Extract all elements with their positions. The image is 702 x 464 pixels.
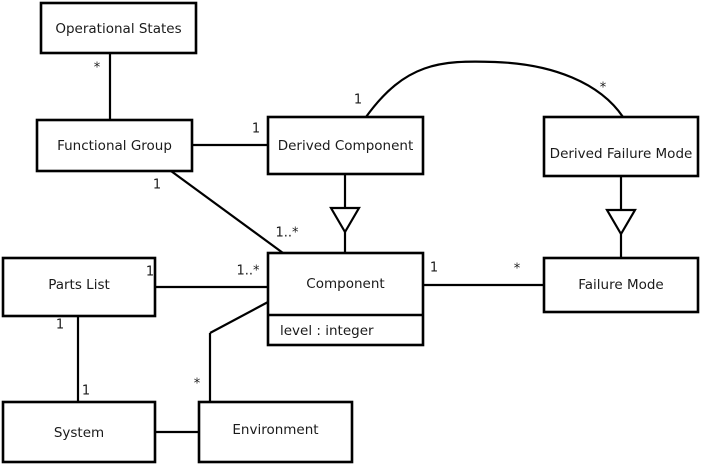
class-name-system: System — [54, 425, 104, 441]
multiplicity-label-component-left: 1..* — [236, 264, 260, 279]
multiplicity-label-curve-derived-component: 1 — [354, 93, 362, 108]
class-failure-mode[interactable]: Failure Mode — [542, 256, 700, 314]
class-name-failure-mode: Failure Mode — [578, 277, 664, 293]
class-environment[interactable]: Environment — [197, 400, 354, 464]
class-derived-failure-mode[interactable]: Derived Failure Mode — [542, 115, 700, 178]
generalization-arrow-icon-component — [329, 206, 361, 235]
class-box-derived-component[interactable] — [266, 115, 425, 176]
multiplicity-labels: * 1 1 1..* 1 * 1 1..* 1 * 1 1 * — [56, 61, 607, 399]
assoc-functional-group-component — [170, 170, 284, 254]
class-name-operational-states: Operational States — [55, 21, 181, 37]
class-box-parts-list[interactable] — [1, 256, 157, 318]
multiplicity-label-curve-derived-failure-mode: * — [600, 81, 607, 96]
class-system[interactable]: System — [1, 400, 157, 464]
class-box-system[interactable] — [1, 400, 157, 464]
multiplicity-label-functional-group-bottom: 1 — [153, 178, 161, 193]
multiplicity-label-failure-mode-left: * — [514, 262, 521, 277]
class-name-parts-list: Parts List — [48, 277, 110, 293]
multiplicity-label-parts-list-bottom: 1 — [56, 318, 64, 333]
class-derived-component[interactable]: Derived Component — [266, 115, 425, 176]
class-box-failure-mode[interactable] — [542, 256, 700, 314]
multiplicity-label-environment-component: * — [194, 377, 201, 392]
multiplicity-label-parts-list-right: 1 — [146, 265, 154, 280]
class-operational-states[interactable]: Operational States — [39, 1, 198, 55]
class-component[interactable]: Component level : integer — [266, 251, 425, 347]
class-name-functional-group: Functional Group — [57, 138, 172, 154]
class-name-derived-failure-mode: Derived Failure Mode — [550, 146, 693, 162]
class-attribute-component-level: level : integer — [280, 323, 374, 339]
class-name-environment: Environment — [232, 422, 318, 438]
generalization-arrow-icon-failure-mode — [605, 208, 637, 237]
multiplicity-label-component-diagonal: 1..* — [275, 226, 299, 241]
class-parts-list[interactable]: Parts List — [1, 256, 157, 318]
multiplicity-label-system-top: 1 — [82, 384, 90, 399]
class-box-functional-group[interactable] — [35, 118, 194, 173]
assoc-environment-component-diagonal — [209, 301, 269, 334]
association-lines — [76, 53, 624, 434]
assoc-derived-component-derived-failure-mode — [365, 60, 624, 118]
multiplicity-label-derived-component-left: 1 — [252, 122, 260, 137]
class-functional-group[interactable]: Functional Group — [35, 118, 194, 173]
multiplicity-label-component-right: 1 — [430, 261, 438, 276]
class-box-derived-failure-mode[interactable] — [542, 115, 700, 178]
generalization-arrowheads — [329, 206, 637, 237]
class-name-component: Component — [306, 276, 384, 292]
class-name-derived-component: Derived Component — [278, 138, 414, 154]
class-box-component[interactable] — [266, 251, 425, 347]
multiplicity-label-operational-states: * — [94, 61, 101, 76]
class-box-environment[interactable] — [197, 400, 354, 464]
class-box-operational-states[interactable] — [39, 1, 198, 55]
